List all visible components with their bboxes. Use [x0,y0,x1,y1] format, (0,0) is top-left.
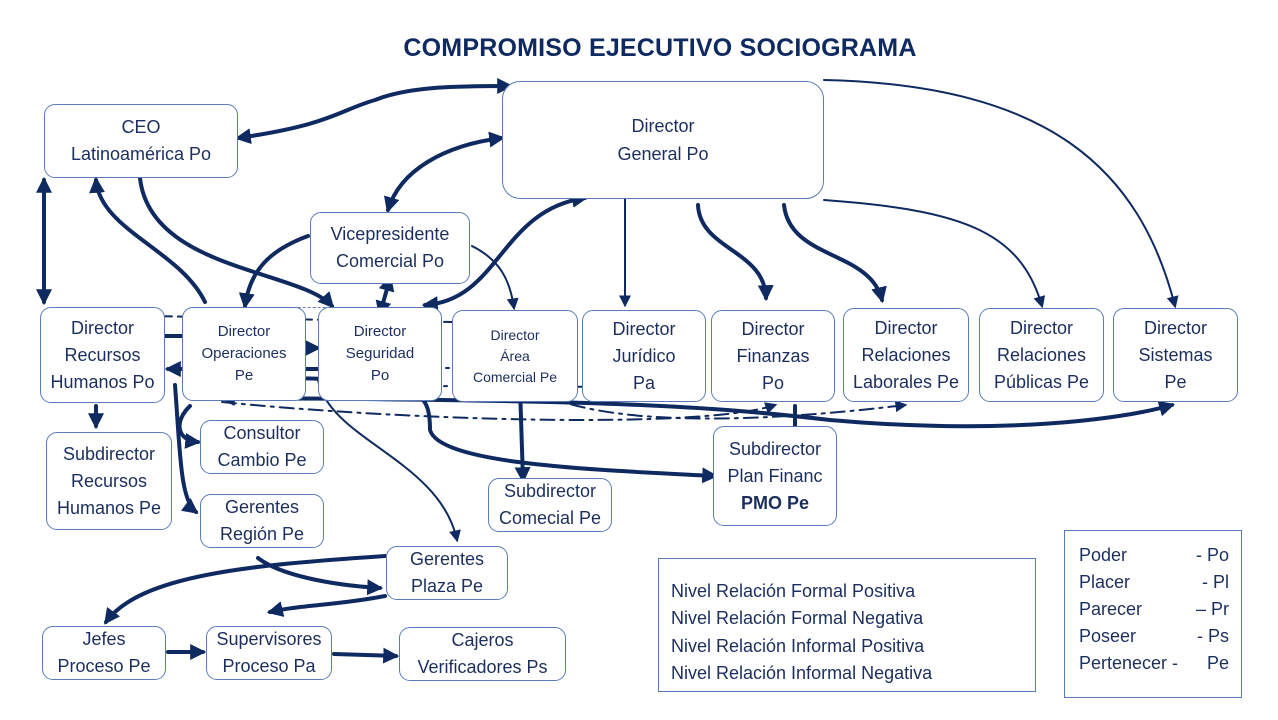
link-seguridad-plaza [317,379,461,543]
link-operaciones-gerentesreg [173,383,199,514]
link-dirgeneral-laborales [782,203,887,304]
link-operaciones-finanzas [221,401,778,421]
legend-row-informal-positiva: Nivel Relación Informal Positiva [671,636,925,656]
legend-row-formal-negativa: Nivel Relación Formal Negativa [671,608,924,628]
link-dirgeneral-relpublicas [823,199,1046,309]
link-ceo-dirgeneral [234,78,514,145]
link-dirgeneral-seguridad [421,191,589,313]
link-plaza-jefes [104,554,387,625]
link-operaciones-consultor [177,404,202,449]
link-vp-dirgeneral [384,131,506,214]
link-ceo-seguridad [138,176,335,309]
link-dirgeneral-sistemas [823,79,1179,309]
legend-row-informal-negativa: Nivel Relación Informal Negativa [671,663,933,683]
link-vp-areacomercial [471,245,519,311]
link-supervisores-cajeros [332,647,400,664]
motivation-key: Poder- Po Placer- Pl Parecer– Pr Poseer-… [1064,530,1242,698]
link-vp-operaciones [238,234,310,310]
link-dirgeneral-finanzas [696,203,774,302]
link-plaza-supervisores [266,594,387,617]
link-areacom-laborales [519,377,908,420]
link-operaciones-sistemas [218,390,1176,429]
legend-row-formal-positiva: Nivel Relación Formal Positiva [671,581,916,601]
link-gerentesreg-plaza [256,556,384,596]
link-operaciones-ceo [89,176,207,304]
relation-legend: Nivel Relación Formal Positiva Nivel Rel… [658,558,1036,692]
page-title: COMPROMISO EJECUTIVO SOCIOGRAMA [403,34,917,62]
